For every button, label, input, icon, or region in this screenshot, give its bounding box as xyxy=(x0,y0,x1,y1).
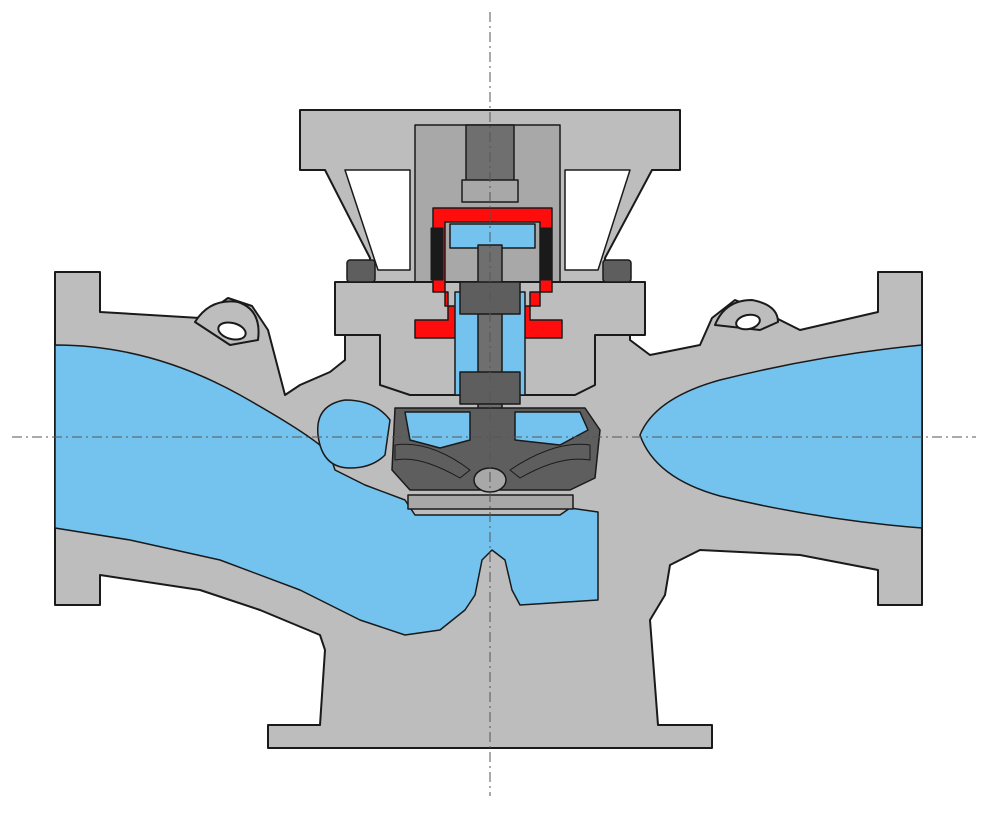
lifting-eye-hole-left xyxy=(217,321,247,341)
bolt-left-icon xyxy=(346,259,376,283)
bolt-right-icon xyxy=(602,259,632,283)
volute-chamber xyxy=(317,399,391,469)
lifting-eye-hole-right xyxy=(735,313,761,331)
seal-ring-left xyxy=(430,227,444,281)
impeller-vane-right xyxy=(509,443,591,479)
impeller-eye-fluid xyxy=(404,411,471,449)
lantern-window-right xyxy=(564,169,631,271)
lantern-window-left xyxy=(344,169,411,271)
seal-chamber-fluid xyxy=(449,223,536,249)
impeller-vane-left xyxy=(394,443,471,479)
mechanical-seal-housing xyxy=(414,207,563,339)
center-lines xyxy=(12,12,976,796)
seal-ring-right xyxy=(539,227,553,281)
